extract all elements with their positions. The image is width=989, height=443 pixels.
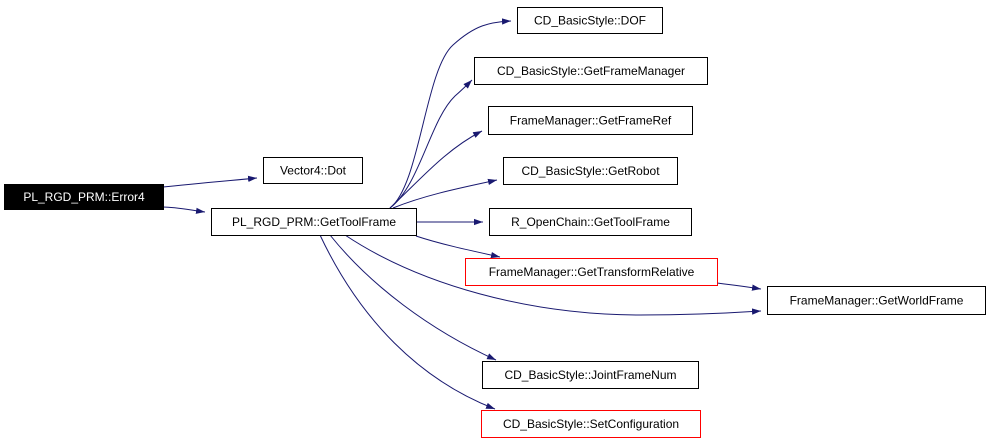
edge-gettoolframe-to-getframemanager bbox=[389, 79, 473, 209]
edge-gettoolframe-to-jointframenum bbox=[329, 234, 497, 361]
node-label: FrameManager::GetTransformRelative bbox=[489, 265, 695, 279]
node-getframemanager[interactable]: CD_BasicStyle::GetFrameManager bbox=[474, 57, 708, 85]
node-box bbox=[489, 208, 692, 236]
edge-gettoolframe-to-getframeref bbox=[389, 130, 483, 209]
nodes-layer: PL_RGD_PRM::Error4 Vector4::DotPL_RGD_PRM… bbox=[4, 7, 986, 438]
node-label: CD_BasicStyle::GetRobot bbox=[521, 164, 660, 178]
edge-gettransformrelative-to-getworldframe bbox=[716, 282, 762, 291]
node-getframeref[interactable]: FrameManager::GetFrameRef bbox=[488, 106, 693, 135]
node-gettransformrelative[interactable]: FrameManager::GetTransformRelative bbox=[465, 258, 718, 286]
node-label: Vector4::Dot bbox=[280, 164, 347, 178]
node-label: PL_RGD_PRM::Error4 bbox=[23, 190, 145, 204]
node-label: CD_BasicStyle::JointFrameNum bbox=[504, 368, 676, 382]
node-label: PL_RGD_PRM::GetToolFrame bbox=[232, 215, 396, 229]
edge-gettoolframe-to-getworldframe bbox=[344, 234, 762, 316]
node-box bbox=[211, 208, 417, 236]
node-gettoolframe[interactable]: PL_RGD_PRM::GetToolFrame bbox=[211, 208, 417, 236]
edge-gettoolframe-to-getrobot bbox=[392, 178, 498, 209]
node-box bbox=[767, 286, 986, 315]
node-getworldframe[interactable]: FrameManager::GetWorldFrame bbox=[767, 286, 986, 315]
node-box bbox=[503, 157, 678, 185]
node-jointframenum[interactable]: CD_BasicStyle::JointFrameNum bbox=[482, 361, 699, 389]
node-setconfiguration[interactable]: CD_BasicStyle::SetConfiguration bbox=[481, 410, 701, 438]
node-label: R_OpenChain::GetToolFrame bbox=[511, 215, 670, 229]
edge-error4-to-gettoolframe bbox=[162, 206, 206, 214]
node-box bbox=[482, 361, 699, 389]
edge-error4-to-dot bbox=[162, 175, 258, 188]
node-ropenchain[interactable]: R_OpenChain::GetToolFrame bbox=[489, 208, 692, 236]
node-dot[interactable]: Vector4::Dot bbox=[263, 157, 363, 184]
edge-gettoolframe-to-setconfiguration bbox=[319, 234, 496, 410]
node-getrobot[interactable]: CD_BasicStyle::GetRobot bbox=[503, 157, 678, 185]
node-box bbox=[488, 106, 693, 135]
node-label: FrameManager::GetWorldFrame bbox=[790, 294, 964, 308]
node-box bbox=[263, 157, 363, 184]
node-box bbox=[465, 258, 718, 286]
node-label: CD_BasicStyle::DOF bbox=[534, 14, 646, 28]
node-box bbox=[4, 184, 164, 210]
node-error4[interactable]: PL_RGD_PRM::Error4 bbox=[4, 184, 164, 210]
edge-gettoolframe-to-dof bbox=[389, 18, 512, 209]
edges-layer bbox=[162, 18, 762, 410]
node-label: CD_BasicStyle::SetConfiguration bbox=[503, 417, 679, 431]
node-label: CD_BasicStyle::GetFrameManager bbox=[497, 64, 685, 78]
node-box bbox=[474, 57, 708, 85]
node-box bbox=[481, 410, 701, 438]
edge-gettoolframe-to-gettransformrelative bbox=[415, 235, 501, 259]
node-label: FrameManager::GetFrameRef bbox=[510, 114, 672, 128]
node-dof[interactable]: CD_BasicStyle::DOF bbox=[517, 7, 663, 34]
node-box bbox=[517, 7, 663, 34]
